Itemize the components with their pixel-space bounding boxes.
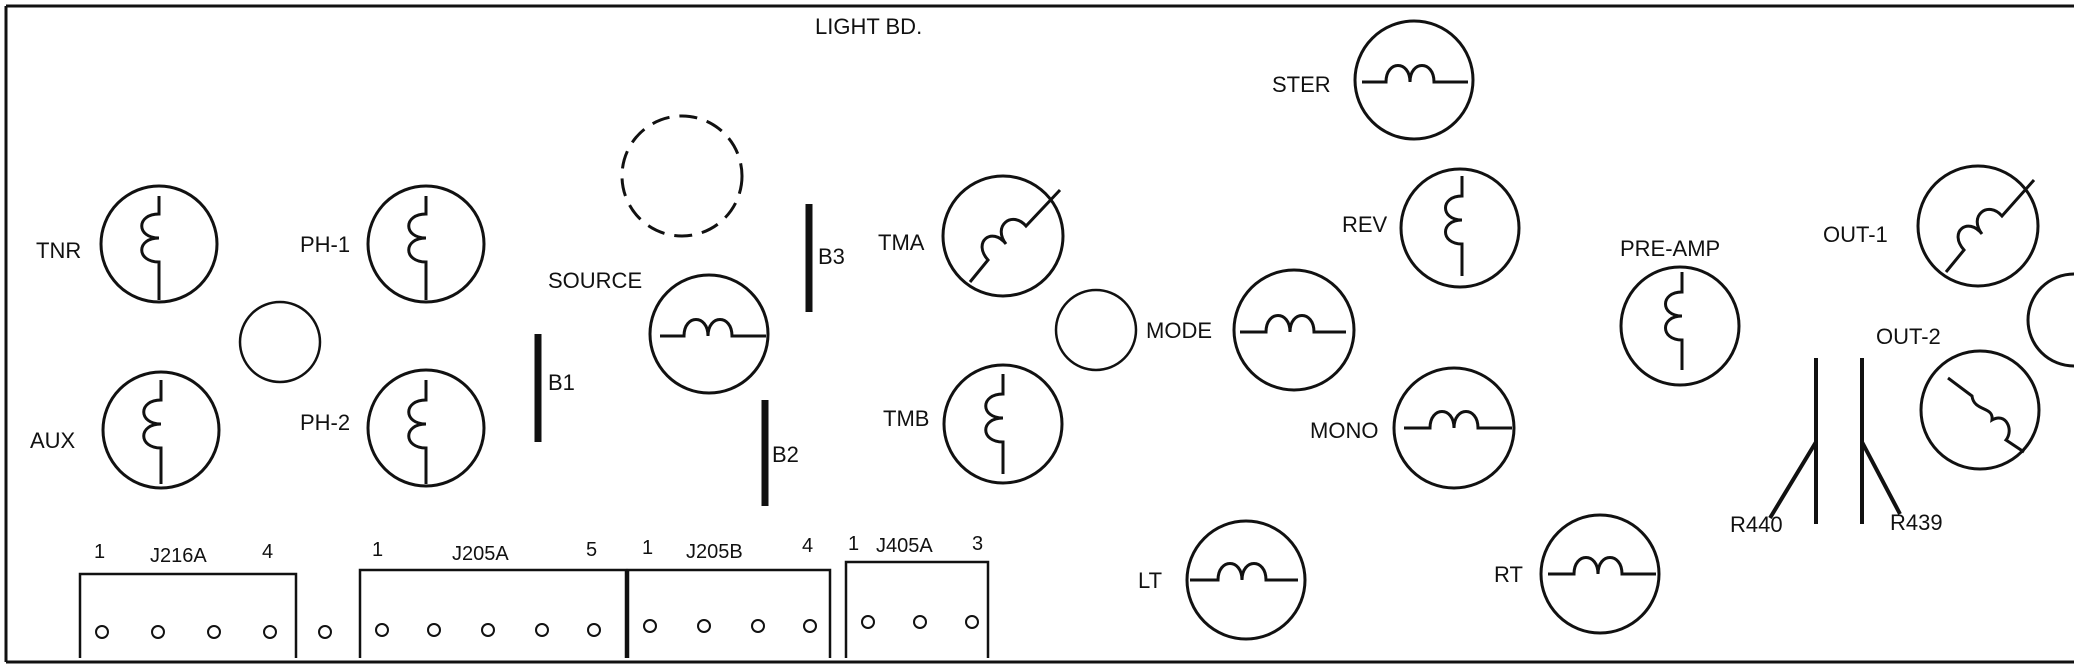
- lamp-lt: [1185, 519, 1307, 641]
- j205a-first-pin: 1: [372, 539, 383, 561]
- lamp-aux: [101, 370, 221, 490]
- label-tnr: TNR: [36, 238, 81, 263]
- label-aux: AUX: [30, 428, 76, 453]
- label-rev: REV: [1342, 212, 1388, 237]
- lamp-mode: [1232, 268, 1356, 392]
- connector-j405a: [844, 560, 990, 658]
- label-lt: LT: [1138, 568, 1162, 593]
- hole-left: [238, 300, 322, 384]
- j216a-last-pin: 4: [262, 541, 273, 563]
- connector-j216a: [78, 572, 298, 658]
- j216a-name: J216A: [150, 545, 207, 567]
- label-ph2: PH-2: [300, 410, 350, 435]
- lamp-out2: [1919, 349, 2041, 471]
- label-b3: B3: [818, 244, 845, 269]
- j405a-name: J405A: [876, 535, 933, 557]
- resistor-r440: [1768, 358, 1818, 524]
- label-mono: MONO: [1310, 418, 1378, 443]
- label-out1: OUT-1: [1823, 222, 1888, 247]
- lamp-source: [648, 273, 770, 395]
- lamp-rt: [1539, 513, 1661, 635]
- lamp-tnr: [99, 184, 219, 304]
- label-tma: TMA: [878, 230, 925, 255]
- label-b2: B2: [772, 442, 799, 467]
- label-source: SOURCE: [548, 268, 642, 293]
- label-rt: RT: [1494, 562, 1523, 587]
- j405a-first-pin: 1: [848, 533, 859, 555]
- lamp-partial-edge: [2026, 272, 2074, 368]
- label-out2: OUT-2: [1876, 324, 1941, 349]
- board-title: LIGHT BD.: [815, 14, 922, 39]
- connector-j205b: [626, 568, 832, 658]
- lamp-mono: [1392, 366, 1516, 490]
- label-tmb: TMB: [883, 406, 929, 431]
- lamp-ph2: [366, 368, 486, 488]
- lamp-out1: [1916, 164, 2040, 288]
- lamp-preamp: [1619, 265, 1741, 387]
- label-ster: STER: [1272, 72, 1331, 97]
- lamp-unpopulated: [620, 114, 744, 238]
- lamp-tma: [941, 174, 1065, 298]
- hole-center: [1054, 288, 1138, 372]
- lamp-ster: [1353, 19, 1475, 141]
- label-mode: MODE: [1146, 318, 1212, 343]
- resistor-r439: [1860, 358, 1902, 524]
- board-outline: [4, 4, 2074, 664]
- label-b1: B1: [548, 370, 575, 395]
- j205a-last-pin: 5: [586, 539, 597, 561]
- lamp-tmb: [942, 363, 1064, 485]
- label-r440: R440: [1730, 512, 1783, 537]
- j205b-first-pin: 1: [642, 537, 653, 559]
- j405a-last-pin: 3: [972, 533, 983, 555]
- loose-pin: [318, 625, 332, 639]
- connector-j205a: [358, 568, 628, 658]
- lamp-ph1: [366, 184, 486, 304]
- j205b-last-pin: 4: [802, 535, 813, 557]
- label-r439: R439: [1890, 510, 1943, 535]
- j205a-name: J205A: [452, 543, 509, 565]
- label-ph1: PH-1: [300, 232, 350, 257]
- label-preamp: PRE-AMP: [1620, 236, 1720, 261]
- lamp-rev: [1399, 167, 1521, 289]
- j216a-first-pin: 1: [94, 541, 105, 563]
- j205b-name: J205B: [686, 541, 743, 563]
